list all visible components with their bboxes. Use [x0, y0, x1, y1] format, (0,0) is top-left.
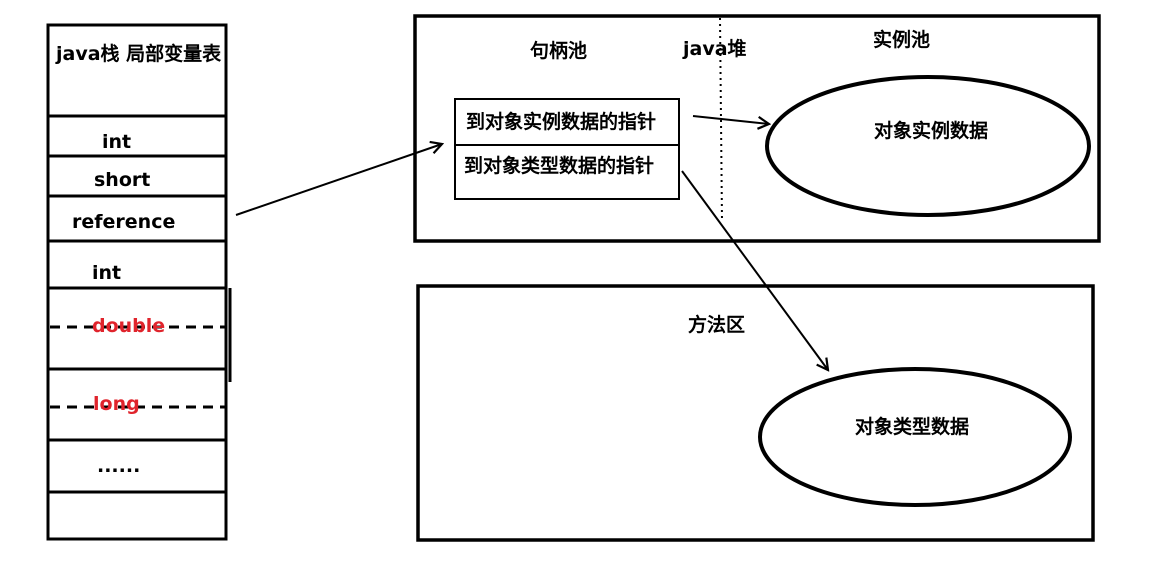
arrows — [235, 115, 828, 370]
heap-title: java堆 — [682, 37, 747, 60]
handle-pool-title: 句柄池 — [530, 39, 587, 62]
java-heap: 句柄池 java堆 实例池 到对象实例数据的指针 到对象类型数据的指针 对象实例… — [413, 14, 1101, 243]
method-area-title: 方法区 — [688, 313, 745, 336]
type-pointer-arrow — [681, 170, 828, 370]
stack-title: java栈 局部变量表 — [55, 42, 222, 65]
heap-outline — [413, 14, 1101, 243]
reference-arrow — [235, 144, 442, 216]
instance-data-label: 对象实例数据 — [874, 119, 988, 142]
slot-int: int — [102, 131, 131, 153]
instance-pointer-arrow — [692, 115, 769, 124]
slot-short: short — [94, 169, 150, 191]
local-variable-table: java栈 局部变量表 int short reference int doub… — [46, 23, 232, 541]
type-pointer: 到对象类型数据的指针 — [464, 154, 654, 177]
slot-double: double — [92, 315, 165, 337]
slot-reference: reference — [72, 211, 175, 233]
instance-data-ellipse — [765, 75, 1091, 217]
type-data-ellipse — [758, 367, 1072, 507]
type-data-label: 对象类型数据 — [855, 415, 969, 438]
method-area: 方法区 对象类型数据 — [416, 284, 1095, 542]
heap-separator-dotted — [719, 17, 723, 223]
slot-more: ...... — [97, 455, 140, 477]
slot-int-2: int — [92, 262, 121, 284]
instance-pool-title: 实例池 — [873, 28, 930, 51]
slot-long: long — [93, 393, 140, 415]
handle-box — [454, 98, 680, 200]
instance-pointer: 到对象实例数据的指针 — [466, 110, 656, 133]
stack-outline — [46, 23, 228, 541]
method-area-outline — [416, 284, 1095, 542]
